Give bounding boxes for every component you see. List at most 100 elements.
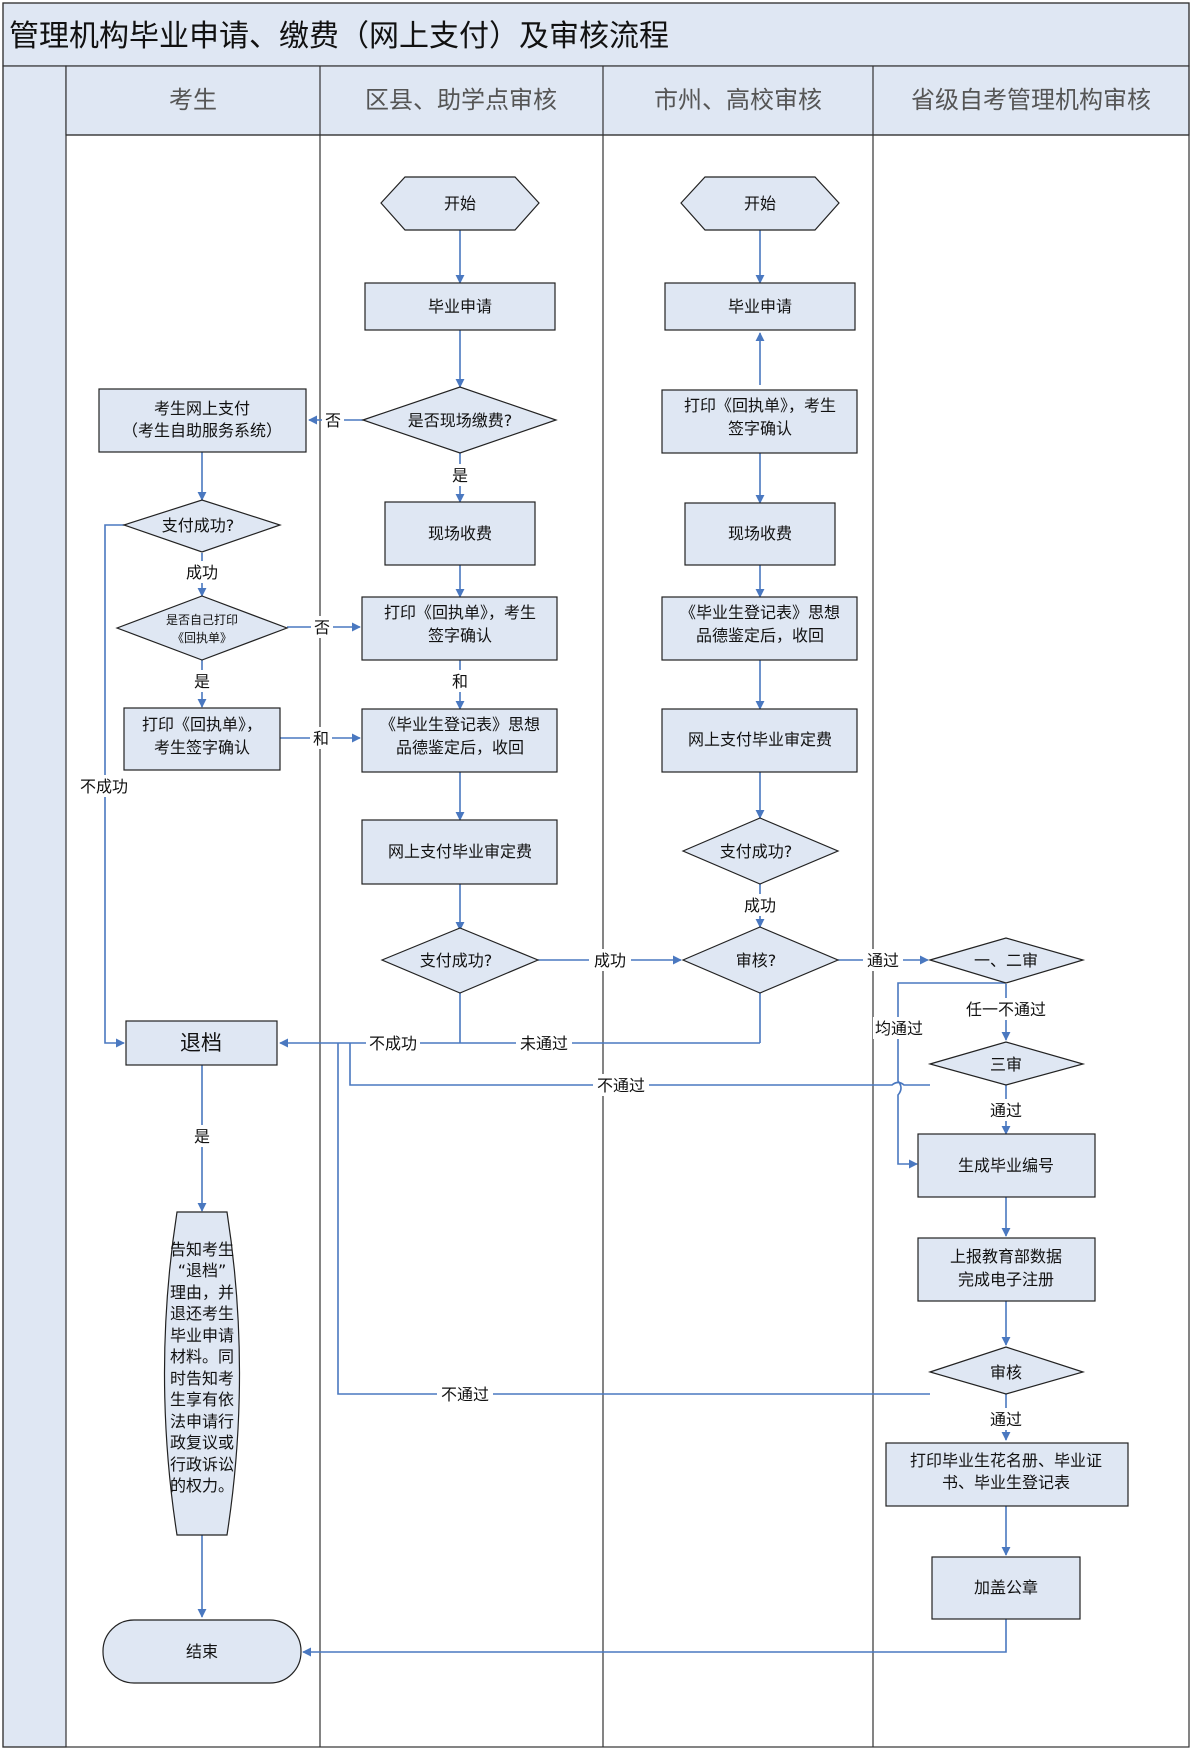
svg-text:的权力。: 的权力。	[170, 1476, 234, 1495]
edge-label-success: 成功	[744, 896, 776, 915]
edge-label-any-fail: 任一不通过	[966, 1000, 1046, 1019]
svg-text:生享有依: 生享有依	[170, 1390, 234, 1409]
city-pay-success-decision: 支付成功?	[681, 817, 840, 885]
svg-text:行政诉讼: 行政诉讼	[170, 1455, 234, 1474]
svg-text:考生签字确认: 考生签字确认	[154, 738, 250, 757]
svg-text:网上支付毕业审定费: 网上支付毕业审定费	[688, 730, 832, 749]
svg-text:《毕业生登记表》思想: 《毕业生登记表》思想	[380, 715, 540, 734]
edge-labels: 否 是 和 成功 否 是 和 不成功 成功 成功 通过 不成功 未通过 任一不通…	[77, 409, 1051, 1430]
svg-text:法申请行: 法申请行	[170, 1412, 234, 1431]
svg-text:支付成功?: 支付成功?	[720, 842, 793, 861]
student-notice-shape: 告知考生 “退档” 理由，并 退还考生 毕业申请 材料。同 时告知考 生享有依 …	[163, 1211, 241, 1536]
province-report-registration-box: 上报教育部数据 完成电子注册	[917, 1237, 1096, 1302]
svg-text:网上支付毕业审定费: 网上支付毕业审定费	[388, 842, 532, 861]
district-register-form-box: 《毕业生登记表》思想 品德鉴定后，收回	[361, 708, 558, 773]
svg-text:打印毕业生花名册、毕业证: 打印毕业生花名册、毕业证	[910, 1451, 1102, 1470]
svg-text:审核?: 审核?	[736, 951, 777, 970]
student-online-pay-box: 考生网上支付 （考生自助服务系统）	[98, 388, 307, 453]
city-apply-box: 毕业申请	[664, 282, 856, 331]
svg-text:三审: 三审	[990, 1055, 1022, 1074]
lane-header-province: 省级自考管理机构审核	[911, 86, 1151, 114]
svg-text:书、毕业生登记表: 书、毕业生登记表	[942, 1473, 1070, 1492]
edge-label-no: 否	[314, 618, 330, 637]
city-start: 开始	[680, 176, 840, 231]
student-withdraw-box: 退档	[125, 1020, 278, 1066]
province-print-certificates-box: 打印毕业生花名册、毕业证 书、毕业生登记表	[885, 1442, 1129, 1507]
district-start: 开始	[380, 176, 540, 231]
edge-label-yes: 是	[452, 466, 468, 485]
city-review-decision: 审核?	[681, 926, 840, 994]
svg-text:理由，并: 理由，并	[170, 1283, 234, 1302]
svg-text:是否自己打印: 是否自己打印	[166, 613, 238, 627]
svg-text:生成毕业编号: 生成毕业编号	[958, 1156, 1054, 1175]
svg-text:“退档”: “退档”	[178, 1261, 227, 1280]
district-online-pay-box: 网上支付毕业审定费	[361, 819, 558, 885]
svg-text:结束: 结束	[186, 1642, 218, 1661]
edge-label-pass: 通过	[867, 951, 899, 970]
svg-text:开始: 开始	[744, 194, 776, 213]
edge-label-success: 成功	[186, 563, 218, 582]
edge-label-not-pass: 不通过	[597, 1076, 645, 1095]
province-seal-box: 加盖公章	[931, 1556, 1081, 1620]
district-apply-box: 毕业申请	[364, 282, 556, 331]
svg-text:毕业申请: 毕业申请	[428, 297, 492, 316]
svg-text:现场收费: 现场收费	[428, 524, 492, 543]
edge-label-yes: 是	[194, 672, 210, 691]
city-onsite-fee-box: 现场收费	[684, 502, 836, 566]
student-pay-success-decision: 支付成功?	[122, 499, 282, 553]
edge-label-fail: 不成功	[369, 1034, 417, 1053]
edge-label-yes: 是	[194, 1127, 210, 1146]
province-review-1-2-decision: 一、二审	[927, 937, 1086, 984]
province-generate-number-box: 生成毕业编号	[917, 1133, 1096, 1198]
province-review-3-decision: 三审	[927, 1041, 1086, 1086]
edge-label-and: 和	[452, 672, 468, 691]
page-title: 管理机构毕业申请、缴费（网上支付）及审核流程	[9, 19, 669, 54]
lane-header-city: 市州、高校审核	[654, 86, 822, 114]
svg-text:《回执单》: 《回执单》	[172, 631, 232, 645]
svg-text:加盖公章: 加盖公章	[974, 1578, 1038, 1597]
city-print-receipt-box: 打印《回执单》，考生 签字确认	[661, 389, 858, 454]
lane-header-district: 区县、助学点审核	[365, 86, 557, 114]
student-end-terminal: 结束	[102, 1619, 302, 1684]
edge-label-and: 和	[313, 729, 329, 748]
svg-text:支付成功?: 支付成功?	[162, 516, 235, 535]
svg-text:打印《回执单》，考生: 打印《回执单》，考生	[684, 396, 836, 415]
edge-label-pass: 通过	[990, 1101, 1022, 1120]
svg-text:审核: 审核	[990, 1363, 1022, 1382]
edge-label-all-pass: 均通过	[875, 1019, 923, 1038]
svg-text:现场收费: 现场收费	[728, 524, 792, 543]
svg-text:政复议或: 政复议或	[170, 1433, 234, 1452]
svg-text:品德鉴定后，收回: 品德鉴定后，收回	[396, 738, 524, 757]
edge-label-not-pass: 不通过	[441, 1385, 489, 1404]
svg-text:打印《回执单》，: 打印《回执单》，	[142, 715, 262, 734]
edge-label-no: 否	[325, 411, 341, 430]
svg-text:退还考生: 退还考生	[170, 1304, 234, 1323]
svg-text:一、二审: 一、二审	[974, 951, 1038, 970]
svg-text:开始: 开始	[444, 194, 476, 213]
svg-text:签字确认: 签字确认	[428, 626, 492, 645]
district-print-receipt-box: 打印《回执单》，考生 签字确认	[361, 596, 558, 661]
svg-text:时告知考: 时告知考	[170, 1369, 234, 1388]
student-self-print-decision: 是否自己打印 《回执单》	[115, 595, 289, 661]
svg-text:材料。同: 材料。同	[170, 1347, 234, 1366]
svg-text:毕业申请: 毕业申请	[728, 297, 792, 316]
lane-header-examinee: 考生	[169, 86, 217, 114]
student-print-receipt-box: 打印《回执单》， 考生签字确认	[123, 707, 281, 771]
svg-text:告知考生: 告知考生	[170, 1240, 234, 1259]
svg-text:（考生自助服务系统）: （考生自助服务系统）	[122, 421, 282, 440]
city-register-form-box: 《毕业生登记表》思想 品德鉴定后，收回	[661, 596, 858, 661]
province-audit-decision: 审核	[927, 1346, 1086, 1395]
svg-text:支付成功?: 支付成功?	[420, 951, 493, 970]
svg-text:完成电子注册: 完成电子注册	[958, 1270, 1054, 1289]
svg-text:考生网上支付: 考生网上支付	[154, 399, 250, 418]
svg-text:上报教育部数据: 上报教育部数据	[950, 1247, 1062, 1266]
svg-text:是否现场缴费?: 是否现场缴费?	[408, 411, 513, 430]
svg-text:签字确认: 签字确认	[728, 419, 792, 438]
svg-text:退档: 退档	[180, 1031, 222, 1055]
edge-label-pass: 通过	[990, 1410, 1022, 1429]
district-onsite-decision: 是否现场缴费?	[361, 386, 558, 454]
edge-label-not-passed: 未通过	[520, 1034, 568, 1053]
district-pay-success-decision: 支付成功?	[380, 927, 540, 994]
